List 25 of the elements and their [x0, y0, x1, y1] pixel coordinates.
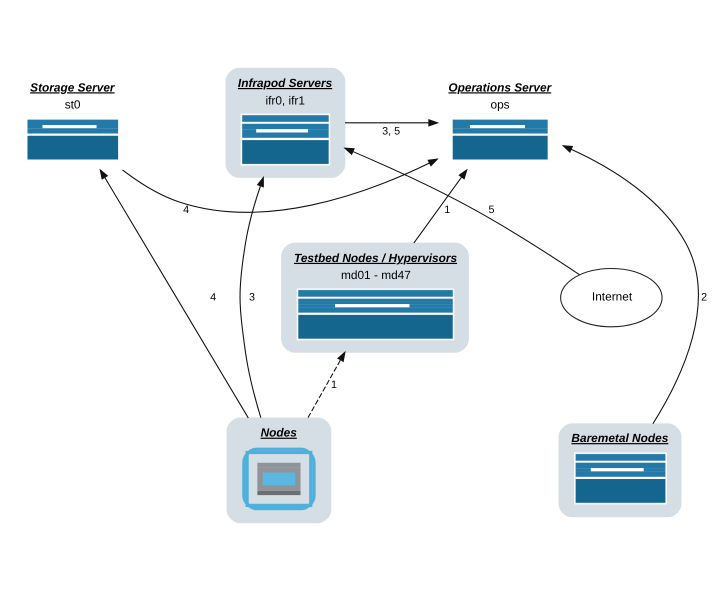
- node-label: Storage Server: [30, 80, 115, 94]
- node-label: ops: [490, 97, 510, 112]
- edge-label: 4: [210, 290, 216, 303]
- node-ellipse: Internet: [560, 267, 663, 327]
- arrow: [343, 146, 580, 275]
- node-label: Operations Server: [448, 80, 552, 94]
- node-box: Baremetal Nodes: [558, 422, 682, 517]
- edge-label: 1: [330, 378, 337, 390]
- edge-label: 2: [701, 290, 708, 303]
- arrow: [240, 176, 264, 418]
- node-box: Testbed Nodes / Hypervisors md01 - md47: [281, 242, 469, 352]
- arrow: [122, 158, 439, 212]
- arrow: [308, 350, 346, 418]
- edge-label: 4: [183, 203, 190, 216]
- node-box: Infrapod Servers ifr0, ifr1: [226, 67, 346, 178]
- edge-label: 1: [444, 203, 450, 216]
- arrow: [344, 118, 440, 126]
- edge-label: 5: [488, 203, 495, 216]
- arrow: [562, 144, 699, 424]
- edge-label: 3, 5: [382, 125, 400, 138]
- arrow: [413, 168, 468, 243]
- edge-label: 3: [248, 290, 255, 303]
- node-box: Nodes: [226, 416, 332, 523]
- arrow: [99, 168, 249, 418]
- node-label: st0: [64, 97, 81, 112]
